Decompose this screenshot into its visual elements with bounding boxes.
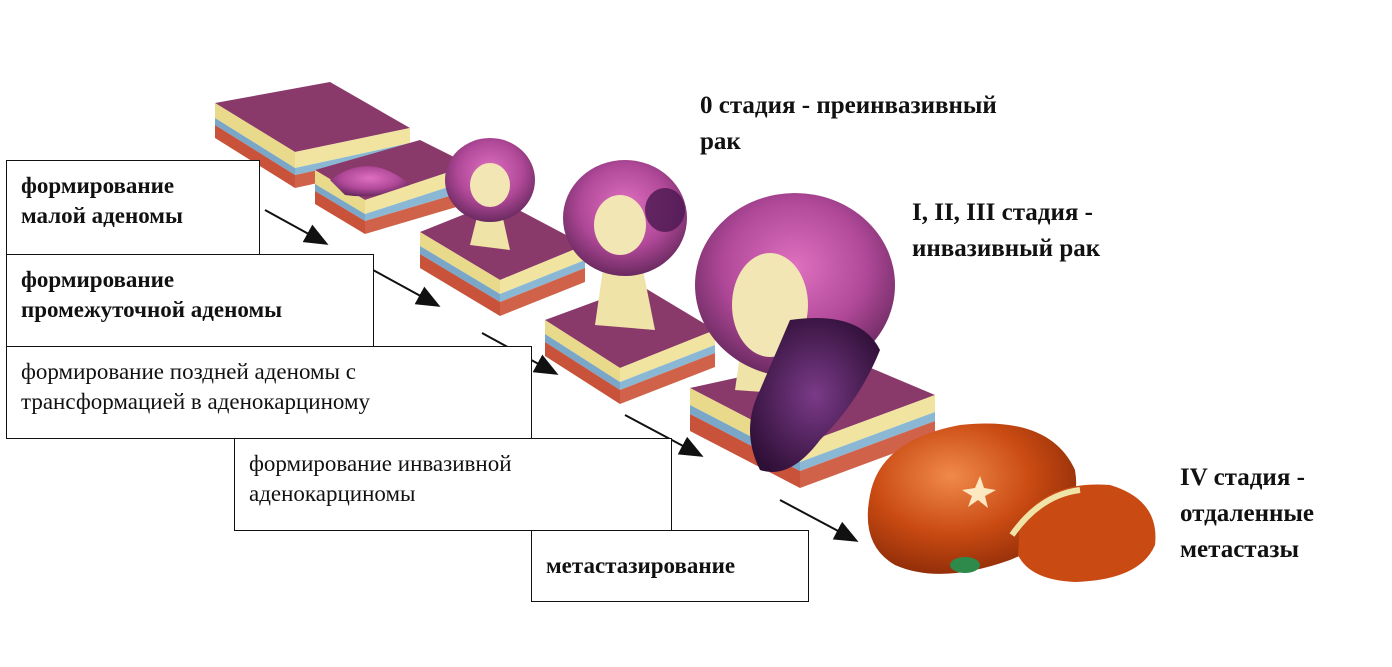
progression-arrows <box>264 209 859 542</box>
liver-metastasis-illustration <box>867 423 1156 582</box>
metastasis-star-icon <box>962 476 996 508</box>
arrow-2 <box>372 269 441 307</box>
stage-1-3-label: I, II, III стадия - инвазивный рак <box>912 199 1101 262</box>
arrow-1 <box>264 209 329 245</box>
step-intermediate-adenoma-label: формирование промежуточной аденомы <box>6 254 374 347</box>
step-invasive-adenocarcinoma-label: формирование инвазивной аденокарциномы <box>234 438 672 531</box>
stage-4-label: IV стадия - отдаленные метастазы <box>1180 464 1315 563</box>
step-metastasis-label: метастазирование <box>531 530 809 602</box>
tissue-block-small-adenoma <box>315 140 470 234</box>
stage-0-label: 0 стадия - преинвазивный рак <box>700 92 997 155</box>
tissue-block-late-adenoma <box>545 160 715 404</box>
arrow-4 <box>624 414 704 457</box>
arrow-5 <box>779 499 859 542</box>
step-late-adenoma-label: формирование поздней аденомы с трансформ… <box>6 346 532 439</box>
tissue-block-invasive-adenocarcinoma <box>690 193 935 488</box>
step-small-adenoma-label: формирование малой аденомы <box>6 160 260 255</box>
tissue-block-intermediate-adenoma <box>420 138 585 316</box>
